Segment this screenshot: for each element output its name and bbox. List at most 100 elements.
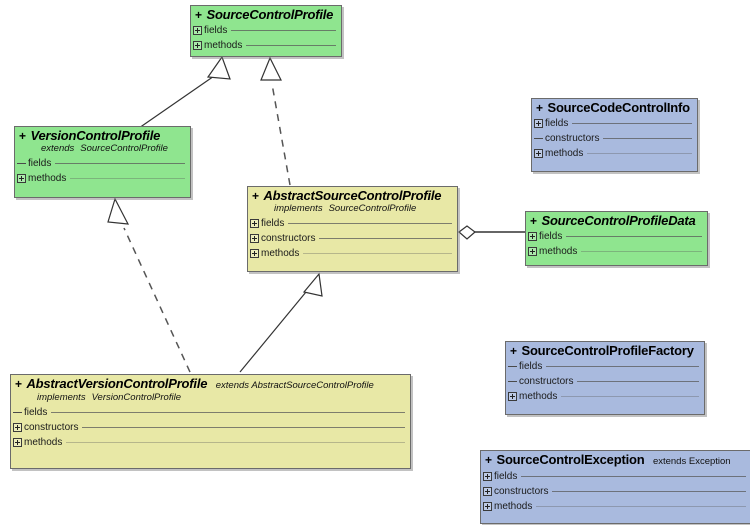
expand-plus-icon[interactable]: [250, 219, 259, 228]
collapsed-dash-icon[interactable]: [534, 134, 543, 143]
compartment-rule: [577, 381, 699, 382]
compartment-constructors[interactable]: constructors: [11, 420, 410, 435]
expand-plus-icon[interactable]: [483, 487, 492, 496]
compartment-fields[interactable]: fields: [248, 216, 457, 231]
visibility-marker: +: [510, 344, 518, 358]
class-box-source-control-profile-data[interactable]: + SourceControlProfileData fields method…: [525, 211, 708, 266]
compartment-methods[interactable]: methods: [532, 146, 697, 161]
compartment-label: methods: [539, 246, 578, 257]
class-box-abstract-source-control-profile[interactable]: + AbstractSourceControlProfile implement…: [247, 186, 458, 272]
compartment-label: methods: [204, 40, 243, 51]
compartment-label: methods: [28, 173, 67, 184]
compartment-label: fields: [545, 118, 569, 129]
compartment-methods[interactable]: methods: [11, 435, 410, 450]
compartment-label: methods: [24, 437, 63, 448]
compartment-methods[interactable]: methods: [15, 171, 190, 186]
compartment-rule: [587, 153, 692, 154]
visibility-marker: +: [536, 101, 544, 115]
class-box-abstract-version-control-profile[interactable]: + AbstractVersionControlProfile extends …: [10, 374, 411, 469]
expand-plus-icon[interactable]: [13, 438, 22, 447]
expand-plus-icon[interactable]: [17, 174, 26, 183]
compartment-fields[interactable]: fields: [15, 156, 190, 171]
compartment-rule: [536, 506, 746, 507]
collapsed-dash-icon[interactable]: [508, 377, 517, 386]
compartment-fields[interactable]: fields: [526, 229, 707, 244]
visibility-marker: +: [19, 129, 27, 143]
visibility-marker: +: [530, 214, 538, 228]
compartment-constructors[interactable]: constructors: [506, 374, 704, 389]
compartment-label: fields: [261, 218, 285, 229]
class-name: SourceControlProfileFactory: [521, 343, 694, 358]
compartment-label: fields: [24, 407, 48, 418]
class-name: AbstractSourceControlProfile: [263, 188, 442, 203]
compartment-rule: [303, 253, 452, 254]
relation-target: AbstractSourceControlProfile: [251, 380, 374, 391]
expand-plus-icon[interactable]: [534, 119, 543, 128]
class-box-source-control-exception[interactable]: + SourceControlException extends Excepti…: [480, 450, 750, 524]
compartment-methods[interactable]: methods: [506, 389, 704, 404]
expand-plus-icon[interactable]: [534, 149, 543, 158]
relation-keyword: extends: [41, 143, 75, 154]
edge-realization-avcp-vcp: [107, 197, 191, 373]
expand-plus-icon[interactable]: [528, 247, 537, 256]
class-box-source-code-control-info[interactable]: + SourceCodeControlInfo fields construct…: [531, 98, 698, 172]
class-header: + AbstractSourceControlProfile implement…: [248, 187, 457, 216]
class-name: VersionControlProfile: [30, 128, 161, 143]
expand-plus-icon[interactable]: [483, 502, 492, 511]
compartment-rule: [521, 476, 746, 477]
expand-plus-icon[interactable]: [250, 234, 259, 243]
compartment-rule: [552, 491, 746, 492]
compartment-rule: [288, 223, 452, 224]
compartment-methods[interactable]: methods: [191, 38, 341, 53]
expand-plus-icon[interactable]: [528, 232, 537, 241]
collapsed-dash-icon[interactable]: [17, 159, 26, 168]
compartment-methods[interactable]: methods: [526, 244, 707, 259]
compartment-fields[interactable]: fields: [11, 405, 410, 420]
edge-generalization-vcp-scp: [138, 55, 231, 129]
compartment-fields[interactable]: fields: [481, 469, 750, 484]
class-relation-extends: extends Exception: [649, 456, 731, 467]
relation-keyword: extends: [215, 380, 250, 391]
class-box-source-control-profile[interactable]: + SourceControlProfile fields methods: [190, 5, 342, 57]
compartment-fields[interactable]: fields: [191, 23, 341, 38]
compartment-label: constructors: [261, 233, 316, 244]
compartment-label: methods: [261, 248, 300, 259]
visibility-marker: +: [15, 377, 23, 391]
compartment-rule: [70, 178, 185, 179]
compartment-rule: [572, 123, 692, 124]
collapsed-dash-icon[interactable]: [13, 408, 22, 417]
expand-plus-icon[interactable]: [193, 26, 202, 35]
relation-target: SourceControlProfile: [328, 203, 417, 214]
expand-plus-icon[interactable]: [193, 41, 202, 50]
compartment-constructors[interactable]: constructors: [481, 484, 750, 499]
compartment-label: fields: [539, 231, 563, 242]
compartment-rule: [82, 427, 405, 428]
collapsed-dash-icon[interactable]: [508, 362, 517, 371]
relation-keyword: extends: [652, 456, 687, 467]
expand-plus-icon[interactable]: [508, 392, 517, 401]
compartment-rule: [319, 238, 452, 239]
compartment-rule: [231, 30, 336, 31]
expand-plus-icon[interactable]: [250, 249, 259, 258]
compartment-fields[interactable]: fields: [532, 116, 697, 131]
expand-plus-icon[interactable]: [483, 472, 492, 481]
compartment-fields[interactable]: fields: [506, 359, 704, 374]
class-header: + SourceControlException extends Excepti…: [481, 451, 750, 469]
compartment-rule: [51, 412, 405, 413]
expand-plus-icon[interactable]: [13, 423, 22, 432]
class-header: + SourceControlProfile: [191, 6, 341, 23]
compartment-methods[interactable]: methods: [481, 499, 750, 514]
compartment-rule: [581, 251, 702, 252]
compartment-rule: [566, 236, 702, 237]
relation-target: VersionControlProfile: [91, 392, 181, 403]
compartment-constructors[interactable]: constructors: [248, 231, 457, 246]
relation-keyword: implements: [274, 203, 323, 214]
edge-realization-ascp-scp: [260, 56, 291, 186]
compartment-methods[interactable]: methods: [248, 246, 457, 261]
class-box-source-control-profile-factory[interactable]: + SourceControlProfileFactory fields con…: [505, 341, 705, 415]
compartment-constructors[interactable]: constructors: [532, 131, 697, 146]
relation-keyword: implements: [37, 392, 86, 403]
